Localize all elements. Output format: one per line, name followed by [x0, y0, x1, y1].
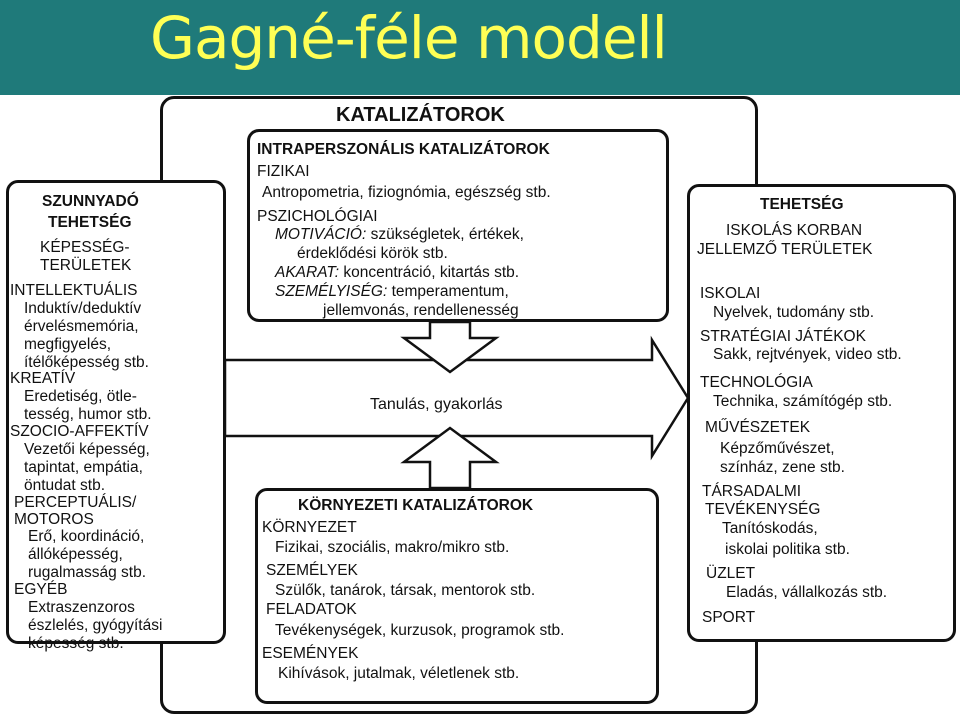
- left-percep-2: állóképesség,: [28, 546, 123, 563]
- environmental-box: [255, 488, 659, 704]
- latent-talent-box: [6, 180, 226, 644]
- left-egyeb-2: észlelés, gyógyítási: [28, 617, 163, 634]
- env-kornyezet-text: Fizikai, szociális, makro/mikro stb.: [275, 539, 510, 556]
- left-sub-2: TERÜLETEK: [40, 257, 132, 274]
- right-tars-3: Tanítóskodás,: [722, 520, 818, 537]
- right-muv: MŰVÉSZETEK: [705, 419, 811, 436]
- env-kornyezet: KÖRNYEZET: [262, 519, 357, 536]
- left-szocio: SZOCIO-AFFEKTÍV: [10, 423, 149, 440]
- right-tars-4: iskolai politika stb.: [725, 541, 850, 558]
- intrapersonal-box: [247, 129, 669, 322]
- left-heading-1: SZUNNYADÓ: [42, 193, 139, 210]
- right-tech: TECHNOLÓGIA: [700, 374, 813, 391]
- right-muv-1: Képzőművészet,: [720, 440, 835, 457]
- title-banner: [0, 0, 960, 95]
- talent-box: [687, 184, 956, 642]
- catalysts-heading: KATALIZÁTOROK: [336, 104, 505, 126]
- intra-motivacio-2: érdeklődési körök stb.: [297, 245, 448, 262]
- right-sub-1: ISKOLÁS KORBAN: [726, 222, 863, 239]
- left-szocio-3: öntudat stb.: [24, 477, 106, 494]
- intra-heading: INTRAPERSZONÁLIS KATALIZÁTOROK: [257, 141, 550, 158]
- left-egyeb: EGYÉB: [14, 581, 68, 598]
- left-egyeb-1: Extraszenzoros: [28, 599, 135, 616]
- right-strat-1: Sakk, rejtvények, video stb.: [713, 346, 902, 363]
- env-esemenyek-text: Kihívások, jutalmak, véletlenek stb.: [278, 665, 520, 682]
- left-intel: INTELLEKTUÁLIS: [10, 282, 138, 299]
- left-kreativ-2: tesség, humor stb.: [24, 406, 152, 423]
- intra-akarat: AKARAT: koncentráció, kitartás stb.: [275, 264, 520, 281]
- left-szocio-1: Vezetői képesség,: [24, 441, 150, 458]
- env-heading: KÖRNYEZETI KATALIZÁTOROK: [298, 497, 534, 514]
- right-heading: TEHETSÉG: [760, 196, 844, 213]
- env-feladatok: FELADATOK: [266, 601, 357, 618]
- intra-szemelyiseg: SZEMÉLYISÉG: temperamentum,: [275, 283, 509, 300]
- right-sub-2: JELLEMZŐ TERÜLETEK: [697, 241, 873, 258]
- left-intel-1: Induktív/deduktív: [24, 300, 142, 317]
- left-intel-3: megfigyelés,: [24, 336, 112, 353]
- left-percep: PERCEPTUÁLIS/: [14, 494, 137, 511]
- left-motoros: MOTOROS: [14, 511, 94, 528]
- right-muv-2: színház, zene stb.: [720, 459, 845, 476]
- left-sub-1: KÉPESSÉG-: [40, 239, 130, 256]
- up-arrow: [400, 426, 500, 490]
- right-sport: SPORT: [702, 609, 756, 626]
- env-szemelyek-text: Szülők, tanárok, társak, mentorok stb.: [275, 582, 536, 599]
- left-percep-3: rugalmasság stb.: [28, 564, 147, 581]
- env-esemenyek: ESEMÉNYEK: [262, 645, 359, 662]
- env-feladatok-text: Tevékenységek, kurzusok, programok stb.: [275, 622, 565, 639]
- left-szocio-2: tapintat, empátia,: [24, 459, 143, 476]
- intra-pszich: PSZICHOLÓGIAI: [257, 208, 378, 225]
- left-kreativ: KREATÍV: [10, 370, 76, 387]
- learning-label: Tanulás, gyakorlás: [370, 396, 503, 413]
- right-iskolai-1: Nyelvek, tudomány stb.: [713, 304, 875, 321]
- page-title: Gagné-féle modell: [150, 4, 668, 72]
- down-arrow: [400, 320, 500, 374]
- intra-fizikai-text: Antropometria, fiziognómia, egészség stb…: [262, 184, 551, 201]
- left-egyeb-3: képesség stb.: [28, 635, 124, 652]
- left-heading-2: TEHETSÉG: [48, 214, 132, 231]
- left-intel-4: ítélőképesség stb.: [24, 354, 149, 371]
- right-tars-2: TEVÉKENYSÉG: [705, 501, 821, 518]
- right-tars: TÁRSADALMI: [702, 483, 802, 500]
- left-intel-2: érvelésmemória,: [24, 318, 139, 335]
- right-strat: STRATÉGIAI JÁTÉKOK: [700, 328, 866, 345]
- intra-fizikai: FIZIKAI: [257, 163, 310, 180]
- left-kreativ-1: Eredetiség, ötle-: [24, 388, 137, 405]
- env-szemelyek: SZEMÉLYEK: [266, 562, 358, 579]
- right-uzlet: ÜZLET: [706, 565, 756, 582]
- right-iskolai: ISKOLAI: [700, 285, 761, 302]
- right-tech-1: Technika, számítógép stb.: [713, 393, 893, 410]
- main-arrow: [223, 335, 690, 461]
- right-uzlet-1: Eladás, vállalkozás stb.: [726, 584, 888, 601]
- left-percep-1: Erő, koordináció,: [28, 528, 145, 545]
- intra-szemelyiseg-2: jellemvonás, rendellenesség: [323, 302, 519, 319]
- intra-motivacio: MOTIVÁCIÓ: szükségletek, értékek,: [275, 226, 524, 243]
